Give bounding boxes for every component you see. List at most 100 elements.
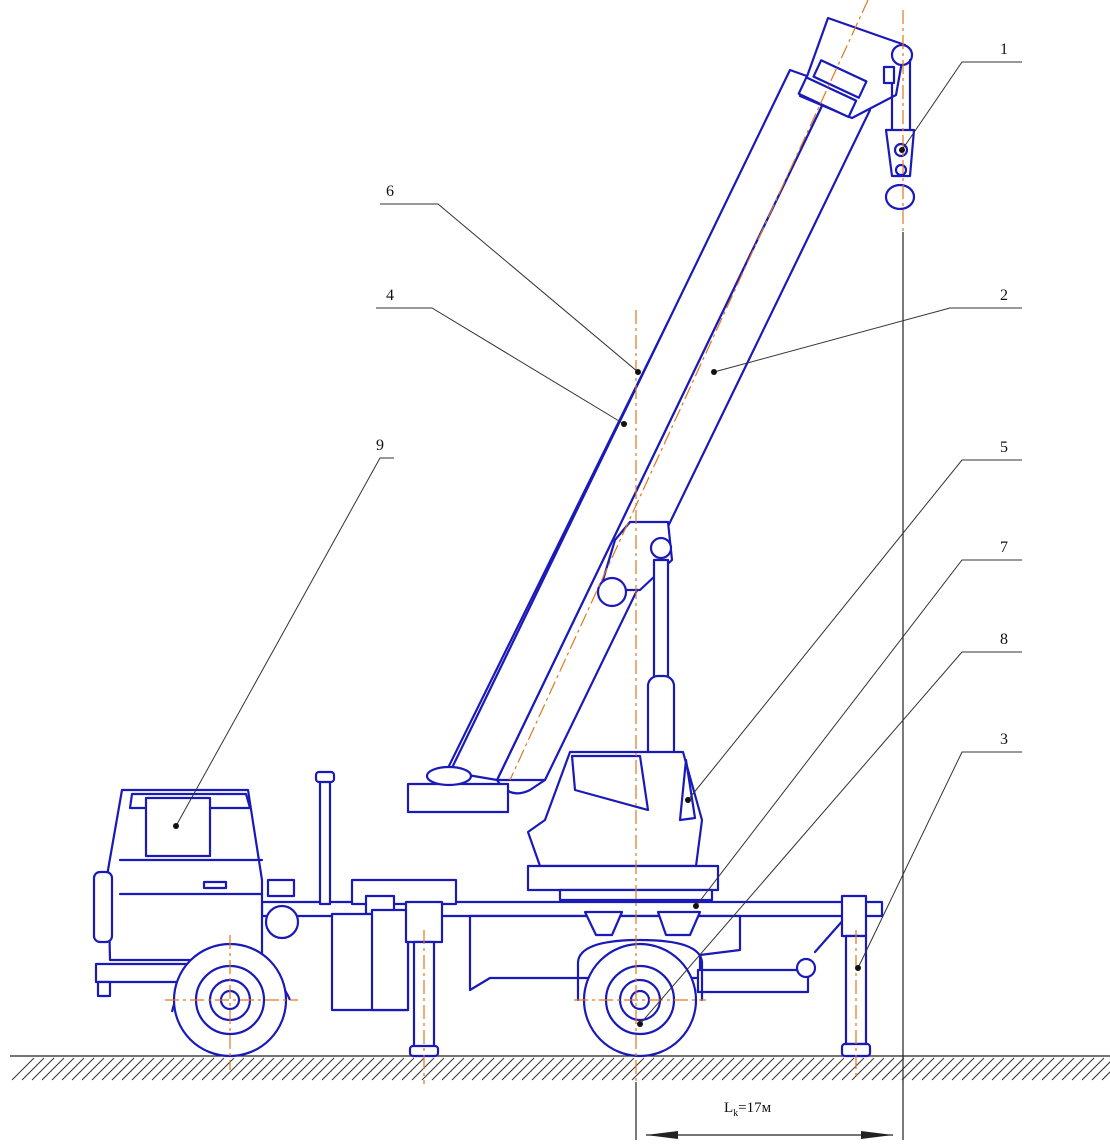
leader-8-dot [637, 1021, 643, 1027]
hatch-line [911, 1057, 935, 1081]
hatch-line [1011, 1057, 1035, 1081]
leader-5-dot [685, 797, 691, 803]
hatch-line [831, 1057, 855, 1081]
frame-bracket-1 [583, 910, 624, 937]
hatch-line [441, 1057, 465, 1081]
leader-6 [380, 203, 639, 373]
ground-hatching [11, 1057, 1110, 1081]
hatch-line [811, 1057, 835, 1081]
hatch-line [201, 1057, 225, 1081]
hatch-line [451, 1057, 475, 1081]
hatch-line [461, 1057, 485, 1081]
leader-4 [376, 307, 625, 425]
hatch-line [471, 1057, 495, 1081]
leader-2 [713, 307, 1022, 373]
hatch-line [881, 1057, 905, 1081]
leader-7 [695, 559, 1022, 907]
hatch-line [181, 1057, 205, 1081]
leader-3-dot [855, 965, 861, 971]
hatch-line [511, 1057, 535, 1081]
hatch-line [491, 1057, 515, 1081]
leader-1-dot [899, 147, 905, 153]
hatch-line [711, 1057, 735, 1081]
leader-9 [175, 457, 394, 827]
boom-upper-section [448, 68, 834, 782]
hatch-line [291, 1057, 315, 1081]
hatch-line [701, 1057, 725, 1081]
cylinder-pin-top [649, 536, 673, 560]
outrigger-front-housing [404, 900, 444, 944]
exhaust-pipe [318, 778, 332, 906]
hatch-line [331, 1057, 355, 1081]
turntable [526, 750, 720, 902]
outrigger-rear-housing [840, 894, 868, 938]
slewing-platform [526, 864, 720, 892]
hatch-line [211, 1057, 235, 1081]
hatch-line [1041, 1057, 1065, 1081]
hatch-line [991, 1057, 1015, 1081]
hatch-line [981, 1057, 1005, 1081]
callout-1-label: 1 [1000, 41, 1008, 58]
hatch-line [631, 1057, 655, 1081]
engine-box [266, 878, 296, 898]
hatch-line [161, 1057, 185, 1081]
callout-2-label: 2 [1000, 287, 1008, 304]
hatch-line [801, 1057, 825, 1081]
rope-clamp [882, 65, 896, 85]
hatch-line [1071, 1057, 1095, 1081]
hatch-line [571, 1057, 595, 1081]
hatch-line [221, 1057, 245, 1081]
hatch-line [871, 1057, 895, 1081]
callout-5-label: 5 [1000, 439, 1008, 456]
leader-5 [687, 459, 1022, 801]
hatch-line [481, 1057, 505, 1081]
hatch-line [751, 1057, 775, 1081]
boom-head-block-lower [797, 76, 858, 119]
dimension-label: Lk=17м [724, 1100, 772, 1119]
hatch-line [301, 1057, 325, 1081]
dimension-arrow-right [861, 1131, 893, 1139]
callout-4-label: 4 [386, 287, 394, 304]
hatch-line [671, 1057, 695, 1081]
dimension-arrow-left [646, 1131, 678, 1139]
callouts: 1 2 3 4 5 6 7 8 9 [173, 41, 1022, 1027]
callout-6-label: 6 [386, 183, 394, 200]
boom-head-block [812, 59, 868, 99]
hatch-line [681, 1057, 705, 1081]
hatch-line [381, 1057, 405, 1081]
hatch-line [41, 1057, 65, 1081]
operator-cabin-rear [678, 758, 697, 822]
hatch-line [551, 1057, 575, 1081]
hatch-line [71, 1057, 95, 1081]
outrigger-cylinder-pin [795, 957, 817, 979]
truck-cab [92, 770, 336, 998]
boom-tail [406, 782, 510, 814]
hatch-line [191, 1057, 215, 1081]
hatch-line [411, 1057, 435, 1081]
hatch-line [421, 1057, 445, 1081]
hatch-line [781, 1057, 805, 1081]
hatch-line [1101, 1071, 1110, 1081]
hatch-line [861, 1057, 885, 1081]
hatch-line [501, 1057, 525, 1081]
hatch-line [951, 1057, 975, 1081]
outrigger-front [404, 900, 444, 1058]
hatch-line [271, 1057, 295, 1081]
hatch-line [591, 1057, 615, 1081]
leader-9-dot [173, 823, 179, 829]
dimension-value: =17м [738, 1100, 771, 1116]
hatch-line [1001, 1057, 1025, 1081]
hatch-line [641, 1057, 665, 1081]
outrigger-beam [696, 968, 810, 994]
boom-tail-pivot [425, 765, 473, 787]
hatch-line [171, 1057, 195, 1081]
outreach-dimension: Lk=17м [635, 232, 904, 1140]
hatch-line [931, 1057, 955, 1081]
callout-3-label: 3 [1000, 731, 1008, 748]
hatch-line [1081, 1057, 1105, 1081]
leader-8 [639, 651, 1022, 1025]
hatch-line [521, 1057, 545, 1081]
hatch-line [1091, 1061, 1110, 1081]
hatch-line [141, 1057, 165, 1081]
leader-6-dot [635, 369, 641, 375]
